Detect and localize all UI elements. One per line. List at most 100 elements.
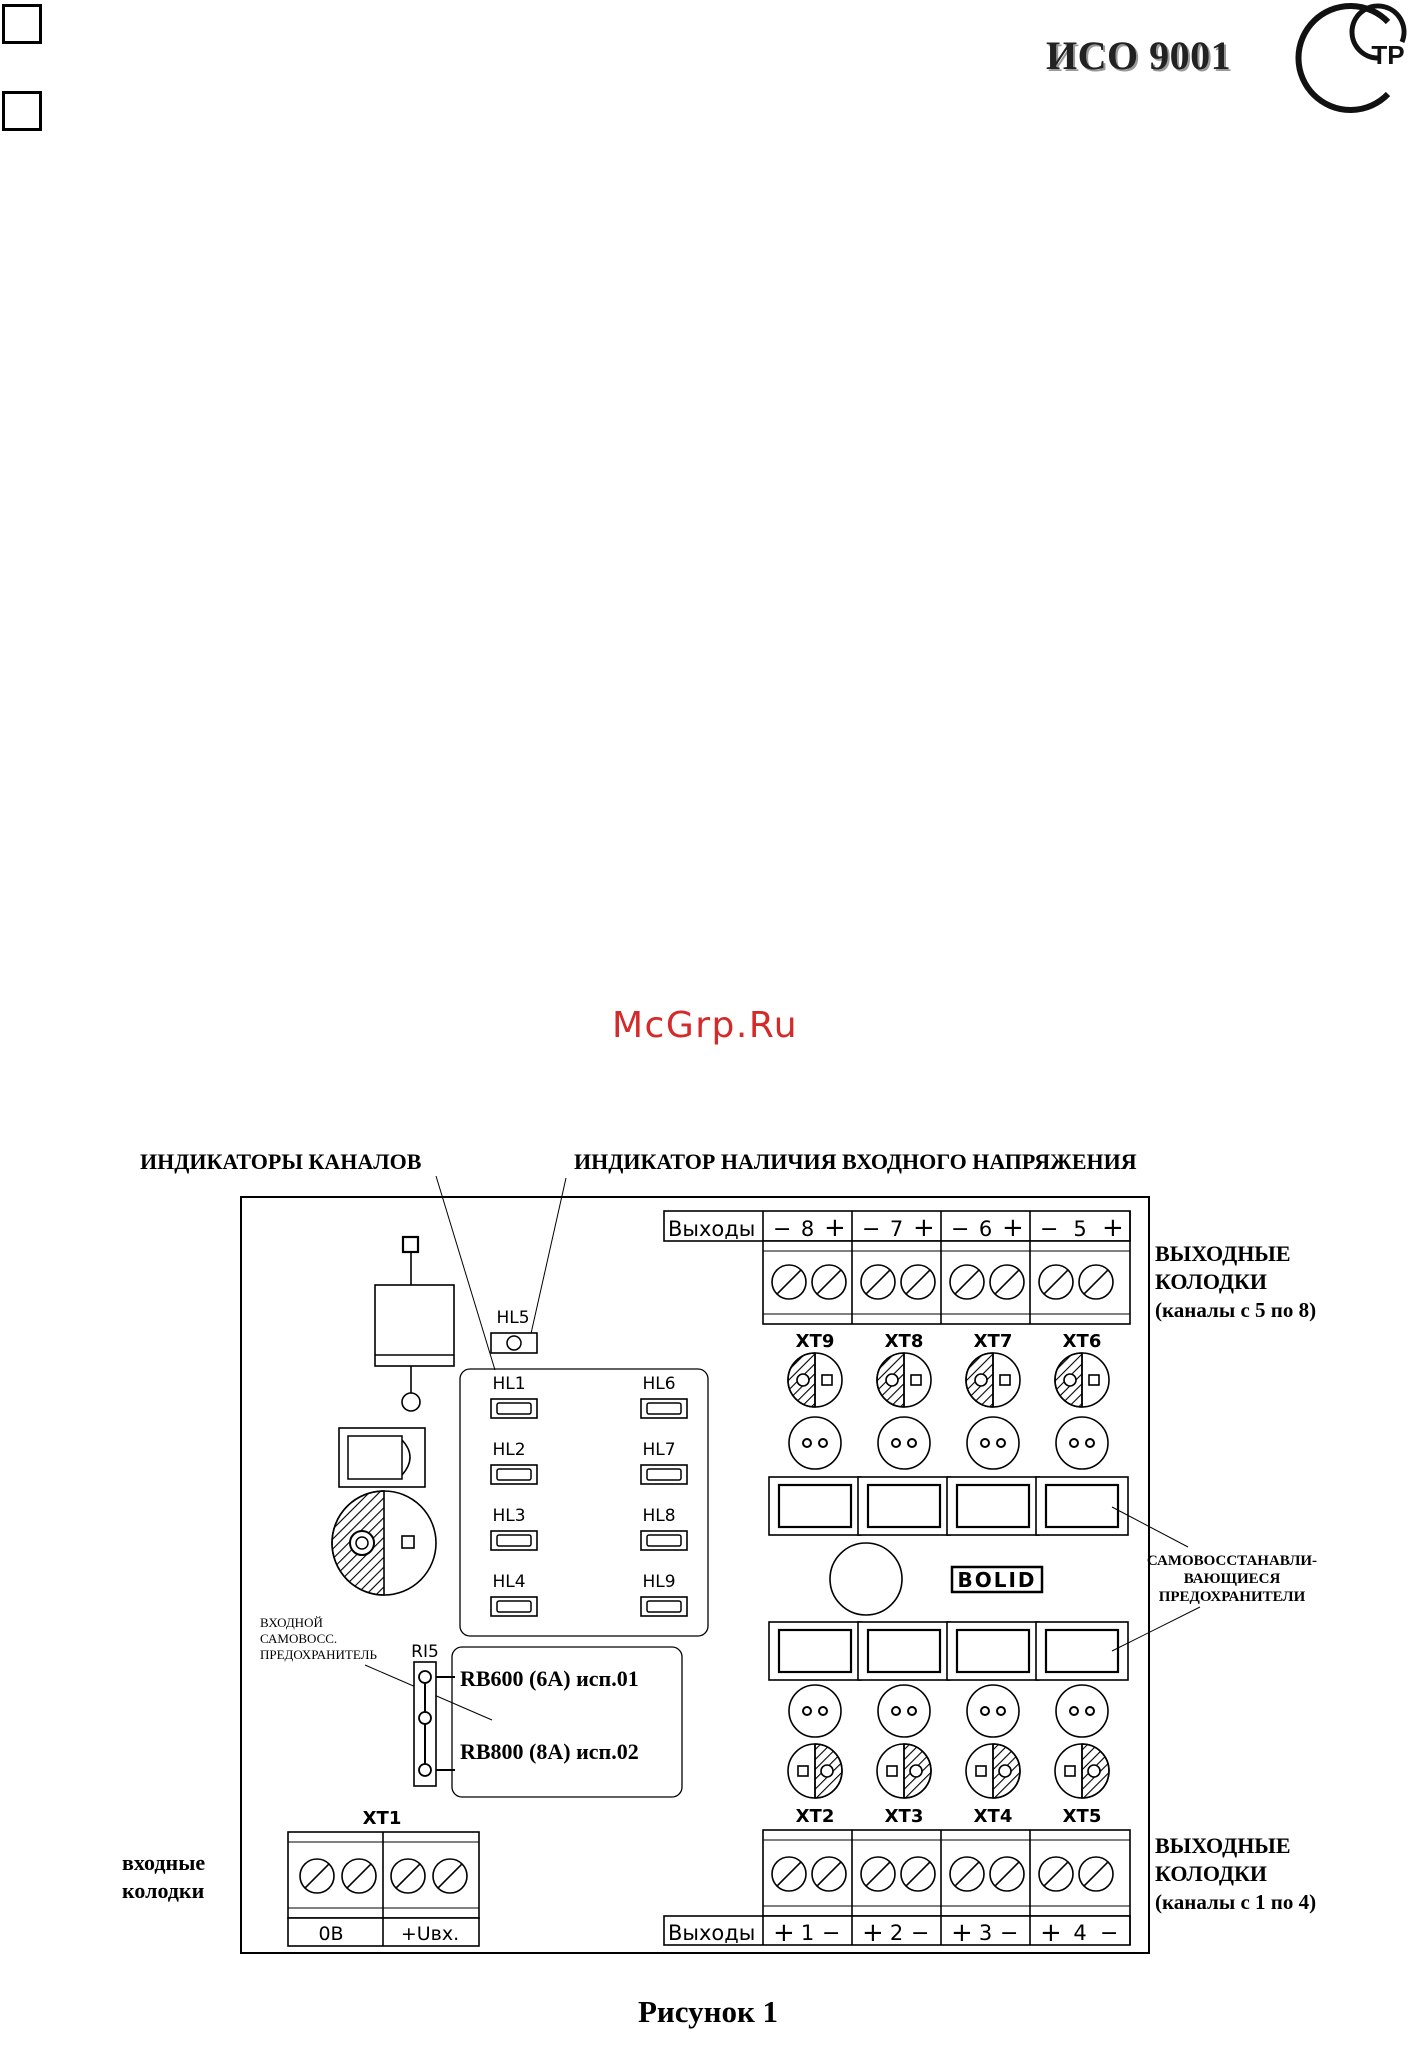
output-blocks-top-line1: ВЫХОДНЫЕ — [1155, 1241, 1291, 1266]
callout-line-channels — [435, 1175, 496, 1371]
led-indicator-label: HL9 — [642, 1572, 675, 1592]
led-indicator-lens — [496, 1600, 532, 1613]
power-led-lens — [506, 1335, 522, 1351]
led-indicator-label: HL2 — [492, 1440, 525, 1460]
screw-terminal-slot — [954, 1861, 980, 1887]
switch-component-inner — [347, 1435, 403, 1480]
minus-sign: − — [1000, 1921, 1018, 1946]
mounting-hole-top — [788, 1416, 842, 1470]
led-indicator-label: HL4 — [492, 1572, 525, 1592]
self-restoring-fuse-top-inner — [866, 1483, 942, 1529]
led-indicator-lens — [646, 1534, 682, 1547]
capacitor-bottom-pin-square — [975, 1765, 987, 1777]
plus-sign: + — [1002, 1213, 1024, 1243]
mounting-hole-top — [877, 1416, 931, 1470]
checkbox-2[interactable] — [2, 91, 42, 131]
bottom-channel-number: 2 — [890, 1921, 903, 1945]
mounting-hole-top-hole — [980, 1438, 990, 1448]
capacitor-bottom-pin-square — [886, 1765, 898, 1777]
checkbox-1[interactable] — [2, 4, 42, 44]
input-fuse-callout-line1: ВХОДНОЙ — [260, 1615, 323, 1630]
component-pin-round — [401, 1392, 421, 1412]
switch-component-curve — [401, 1439, 411, 1476]
output-blocks-bottom-line2: КОЛОДКИ — [1155, 1861, 1267, 1886]
mounting-hole-bottom-hole — [818, 1706, 828, 1716]
top-channel-number: 8 — [801, 1217, 814, 1241]
fuse-option-2: RB800 (8A) исп.02 — [460, 1739, 639, 1764]
component-pin-square — [401, 1235, 420, 1254]
figure-caption: Рисунок 1 — [637, 1994, 779, 2029]
screw-terminal-slot — [994, 1861, 1020, 1887]
led-indicator-label: HL6 — [642, 1374, 675, 1394]
outputs-label-bottom: Выходы — [668, 1921, 755, 1945]
self-restoring-fuse-top-inner — [1044, 1483, 1120, 1529]
mounting-hole-bottom — [1055, 1684, 1109, 1738]
mounting-hole-top-hole — [1069, 1438, 1079, 1448]
self-restoring-fuse-top-inner — [955, 1483, 1031, 1529]
fuses-callout-line1: САМОВОССТАНАВЛИ- — [1147, 1553, 1317, 1569]
minus-sign: − — [862, 1217, 880, 1242]
screw-terminal-slot — [865, 1861, 891, 1887]
fuse-options-frame — [451, 1646, 683, 1798]
input-fuse-pad — [418, 1670, 432, 1684]
led-indicator-lens — [496, 1402, 532, 1415]
top-channel-number: 7 — [890, 1217, 903, 1241]
mounting-hole-bottom-hole — [907, 1706, 917, 1716]
fuses-callout-line-bottom — [1111, 1606, 1201, 1652]
capacitor-top-pin-round — [974, 1373, 988, 1387]
screw-terminal-slot — [954, 1269, 980, 1295]
fuse-option-1: RB600 (6A) исп.01 — [460, 1666, 639, 1691]
minus-sign: − — [773, 1217, 791, 1242]
screw-terminal-slot — [1043, 1861, 1069, 1887]
plus-sign: + — [824, 1213, 846, 1243]
connector-label-bottom: XT5 — [1063, 1806, 1102, 1827]
logo-text: ТР — [1371, 40, 1404, 70]
capacitor-top-pin-square — [821, 1374, 833, 1386]
top-channel-number: 6 — [979, 1217, 992, 1241]
mounting-hole-bottom-hole — [891, 1706, 901, 1716]
connector-label-top: XT8 — [885, 1331, 924, 1352]
capacitor-top-pin-round — [1063, 1373, 1077, 1387]
led-indicator-label: HL3 — [492, 1506, 525, 1526]
mounting-hole-top-hole — [907, 1438, 917, 1448]
input-fuse-pad — [418, 1763, 432, 1777]
plus-sign: + — [1102, 1213, 1124, 1243]
capacitor-top-pin-round — [885, 1373, 899, 1387]
input-fuse-pad — [418, 1711, 432, 1725]
mounting-hole-bottom-hole — [802, 1706, 812, 1716]
connector-label-top: XT7 — [974, 1331, 1013, 1352]
board-mounting-hole — [829, 1542, 903, 1616]
large-capacitor-pin-square — [401, 1535, 415, 1549]
mounting-hole-top-hole — [1085, 1438, 1095, 1448]
input-blocks-label-line1: входные — [122, 1850, 205, 1875]
screw-terminal-slot — [1083, 1861, 1109, 1887]
large-capacitor-pin-inner — [355, 1536, 369, 1550]
callout-line-power — [529, 1177, 567, 1339]
minus-sign: − — [951, 1217, 969, 1242]
fuses-callout-line3: ПРЕДОХРАНИТЕЛИ — [1159, 1589, 1306, 1605]
screw-terminal-slot — [905, 1861, 931, 1887]
input-blocks-label-line2: колодки — [122, 1878, 205, 1903]
screw-terminal-slot — [816, 1269, 842, 1295]
input-terminal-label-uin: +Uвх. — [401, 1923, 459, 1945]
plus-sign: + — [951, 1918, 973, 1948]
screw-terminal-slot — [816, 1861, 842, 1887]
capacitor-top-pin-square — [910, 1374, 922, 1386]
screw-terminal-slot — [346, 1863, 372, 1889]
screw-terminal-slot — [994, 1269, 1020, 1295]
board-outline — [240, 1196, 1150, 1954]
top-channel-number: 5 — [1073, 1217, 1086, 1241]
led-indicator-label: HL7 — [642, 1440, 675, 1460]
mounting-hole-bottom-hole — [1085, 1706, 1095, 1716]
screw-terminal-slot — [776, 1269, 802, 1295]
self-restoring-fuse-top-inner — [777, 1483, 853, 1529]
capacitor-bottom-pin-round — [1087, 1764, 1101, 1778]
watermark-text: McGrp.Ru — [612, 1005, 799, 1046]
led-indicator-label: HL8 — [642, 1506, 675, 1526]
mounting-hole-top-hole — [996, 1438, 1006, 1448]
power-led-label: HL5 — [496, 1308, 529, 1328]
screw-terminal-slot — [776, 1861, 802, 1887]
self-restoring-fuse-bottom-inner — [866, 1628, 942, 1674]
capacitor-bottom-pin-round — [820, 1764, 834, 1778]
fuses-callout-line-top — [1111, 1506, 1189, 1548]
